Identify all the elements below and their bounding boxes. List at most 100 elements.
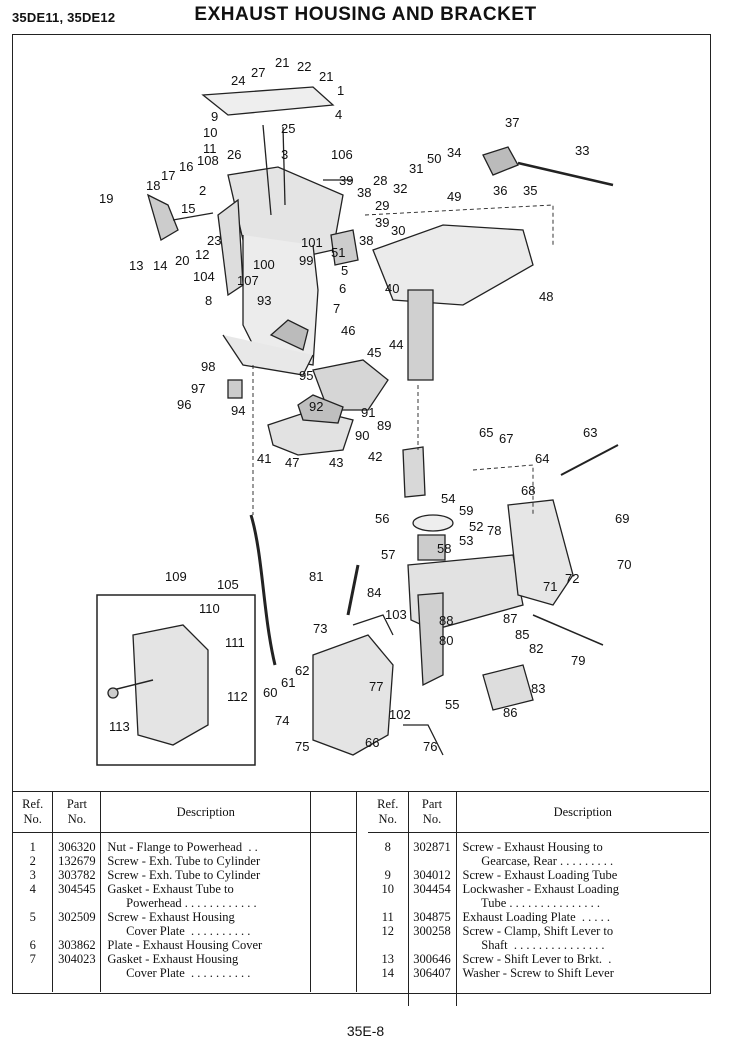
callout-92: 92 bbox=[309, 399, 323, 414]
header-ref: Ref. No. bbox=[368, 792, 409, 833]
callout-30: 30 bbox=[391, 223, 405, 238]
callout-21b: 21 bbox=[319, 69, 333, 84]
page-frame: 1 2 3 4 5 6 7 8 9 10 11 12 13 14 15 16 1… bbox=[12, 34, 711, 1006]
callout-50: 50 bbox=[427, 151, 441, 166]
callout-88: 88 bbox=[439, 613, 453, 628]
callout-82: 82 bbox=[529, 641, 543, 656]
callout-113: 113 bbox=[109, 719, 130, 734]
callout-103: 103 bbox=[385, 607, 407, 622]
callout-71: 71 bbox=[543, 579, 557, 594]
callout-98: 98 bbox=[201, 359, 215, 374]
callout-67: 67 bbox=[499, 431, 513, 446]
callout-19: 19 bbox=[99, 191, 113, 206]
callout-101: 101 bbox=[301, 235, 323, 250]
callout-5: 5 bbox=[341, 263, 348, 278]
callout-39b: 39 bbox=[375, 215, 389, 230]
callout-14: 14 bbox=[153, 258, 167, 273]
callout-32: 32 bbox=[393, 181, 407, 196]
exploded-diagram: 1 2 3 4 5 6 7 8 9 10 11 12 13 14 15 16 1… bbox=[13, 35, 709, 790]
callout-60: 60 bbox=[263, 685, 277, 700]
callout-57: 57 bbox=[381, 547, 395, 562]
header-part: Part No. bbox=[52, 792, 102, 833]
callout-9: 9 bbox=[211, 109, 218, 124]
callout-46: 46 bbox=[341, 323, 355, 338]
callout-29: 29 bbox=[375, 198, 389, 213]
callout-7: 7 bbox=[333, 301, 340, 316]
callout-37: 37 bbox=[505, 115, 519, 130]
callout-47: 47 bbox=[285, 455, 299, 470]
header-description: Description bbox=[100, 792, 312, 833]
callout-22: 22 bbox=[297, 59, 311, 74]
callout-51: 51 bbox=[331, 245, 345, 260]
callout-84: 84 bbox=[367, 585, 381, 600]
callout-23: 23 bbox=[207, 233, 221, 248]
callout-100: 100 bbox=[253, 257, 275, 272]
callout-55: 55 bbox=[445, 697, 459, 712]
page-title: EXHAUST HOUSING AND BRACKET bbox=[194, 4, 537, 25]
header-ref: Ref. No. bbox=[13, 792, 54, 833]
callout-102: 102 bbox=[389, 707, 411, 722]
callout-73: 73 bbox=[313, 621, 327, 636]
callout-4: 4 bbox=[335, 107, 342, 122]
header-description: Description bbox=[456, 792, 709, 833]
callout-59: 59 bbox=[459, 503, 473, 518]
callout-49: 49 bbox=[447, 189, 461, 204]
callout-72: 72 bbox=[565, 571, 579, 586]
callout-35: 35 bbox=[523, 183, 537, 198]
callout-70: 70 bbox=[617, 557, 631, 572]
callout-56: 56 bbox=[375, 511, 389, 526]
callout-63: 63 bbox=[583, 425, 597, 440]
callout-24: 24 bbox=[231, 73, 245, 88]
clamp-bracket-drawing bbox=[312, 564, 394, 756]
callout-39a: 39 bbox=[339, 173, 353, 188]
bracket-drawing bbox=[330, 146, 614, 381]
callout-83: 83 bbox=[531, 681, 545, 696]
inset-assembly-drawing bbox=[96, 594, 256, 766]
model-numbers: 35DE11, 35DE12 bbox=[12, 10, 116, 25]
callout-65: 65 bbox=[479, 425, 493, 440]
callout-96: 96 bbox=[177, 397, 191, 412]
callout-85: 85 bbox=[515, 627, 529, 642]
callout-44: 44 bbox=[389, 337, 403, 352]
callout-21a: 21 bbox=[275, 55, 289, 70]
callout-104: 104 bbox=[193, 269, 215, 284]
callout-42: 42 bbox=[368, 449, 382, 464]
exhaust-cover-plate-drawing bbox=[227, 359, 389, 456]
callout-53: 53 bbox=[459, 533, 473, 548]
callout-33: 33 bbox=[575, 143, 589, 158]
callout-68: 68 bbox=[521, 483, 535, 498]
header-blank bbox=[310, 792, 357, 833]
callout-93: 93 bbox=[257, 293, 271, 308]
callout-labels: 1 2 3 4 5 6 7 8 9 10 11 12 13 14 15 16 1… bbox=[99, 55, 631, 754]
diagram-svg: 1 2 3 4 5 6 7 8 9 10 11 12 13 14 15 16 1… bbox=[96, 55, 631, 766]
callout-3: 3 bbox=[281, 147, 288, 162]
callout-27: 27 bbox=[251, 65, 265, 80]
callout-109: 109 bbox=[165, 569, 187, 584]
callout-41: 41 bbox=[257, 451, 271, 466]
callout-16: 16 bbox=[179, 159, 193, 174]
lower-tube-drawing bbox=[249, 446, 454, 666]
callout-20: 20 bbox=[175, 253, 189, 268]
callout-97: 97 bbox=[191, 381, 205, 396]
callout-43: 43 bbox=[329, 455, 343, 470]
callout-13: 13 bbox=[129, 258, 143, 273]
callout-61: 61 bbox=[281, 675, 295, 690]
callout-17: 17 bbox=[161, 168, 175, 183]
callout-94: 94 bbox=[231, 403, 245, 418]
callout-11: 11 bbox=[203, 141, 217, 156]
callout-77: 77 bbox=[369, 679, 383, 694]
callout-74: 74 bbox=[275, 713, 289, 728]
callout-78: 78 bbox=[487, 523, 501, 538]
